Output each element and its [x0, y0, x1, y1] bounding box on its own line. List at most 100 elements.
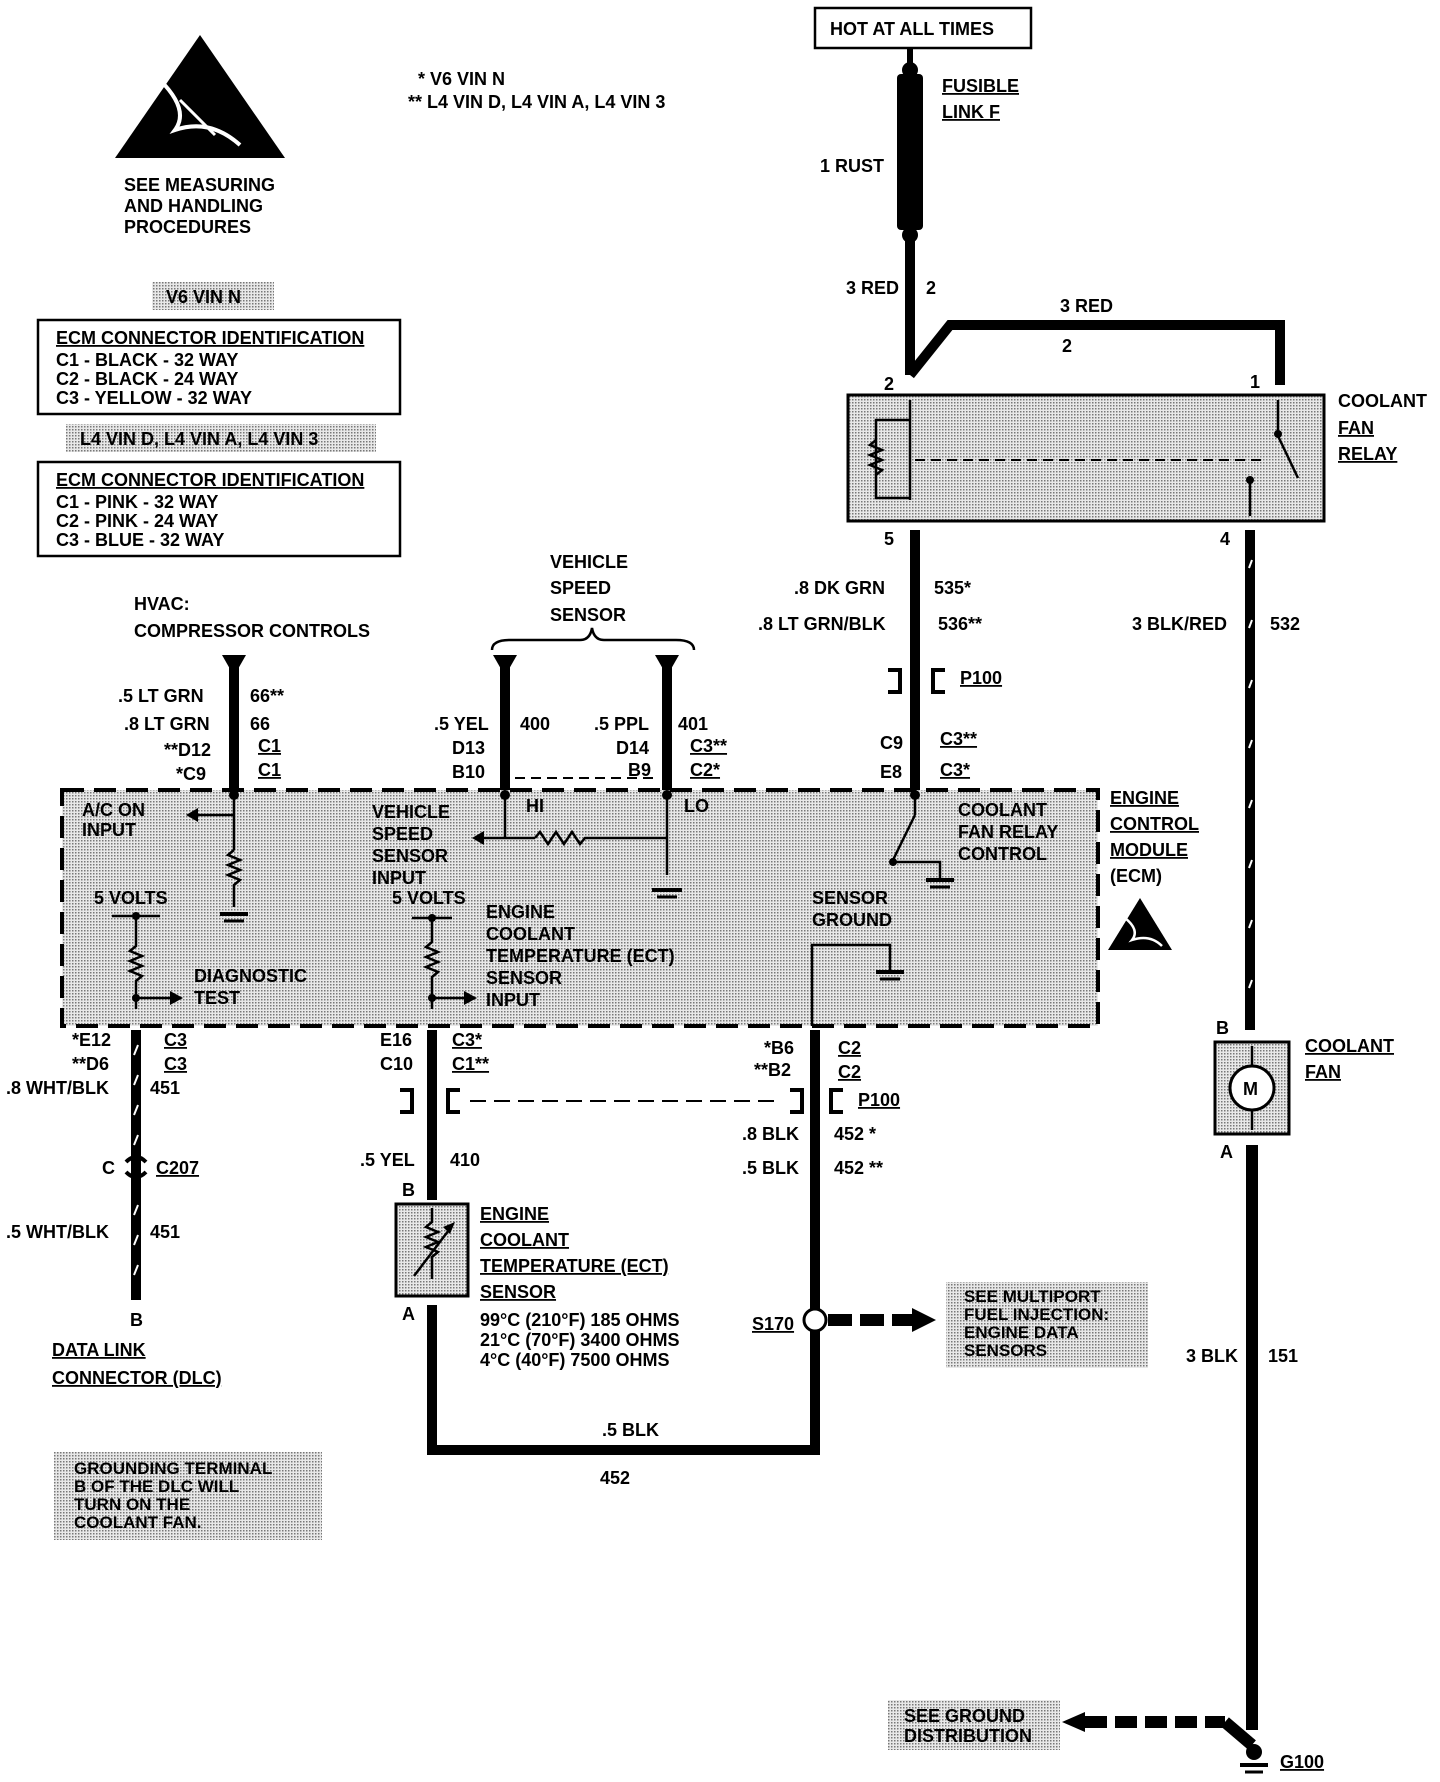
hot-label: HOT AT ALL TIMES	[830, 19, 994, 39]
five-volts-a: 5 VOLTS	[94, 888, 168, 908]
ect-name-2: COOLANT	[480, 1230, 569, 1250]
vss-p2a: D14	[616, 738, 649, 758]
ect-pin-c10: C10	[380, 1054, 413, 1074]
ect-circ: 410	[450, 1150, 480, 1170]
l4-tag: L4 VIN D, L4 VIN A, L4 VIN 3	[80, 429, 318, 449]
sgnd-conn-b6: C2	[838, 1038, 861, 1058]
fan-feed-circ: 532	[1270, 614, 1300, 634]
ect-ground-wire	[427, 1305, 820, 1455]
ac-input-1: A/C ON	[82, 800, 145, 820]
ecm-name-4: (ECM)	[1110, 866, 1162, 886]
vss-lo: LO	[684, 796, 709, 816]
fan-ctrl-2: FAN RELAY	[958, 822, 1058, 842]
splice-note-3: ENGINE DATA	[964, 1323, 1079, 1342]
splice-note-4: SENSORS	[964, 1341, 1047, 1360]
relay-switch	[1276, 435, 1300, 479]
fan-ctrl-3: CONTROL	[958, 844, 1047, 864]
sgnd-pin-b6: *B6	[764, 1038, 794, 1058]
vss-conn1: C3**	[690, 736, 727, 756]
ect-pin-e16: E16	[380, 1030, 412, 1050]
esd-caption-1: SEE MEASURING	[124, 175, 275, 195]
ect-spec-3: 4°C (40°F) 7500 OHMS	[480, 1350, 669, 1370]
relay-ctrl-pin-c9: C9	[880, 733, 903, 753]
vss-bracket	[490, 627, 696, 651]
hvac-title-2: COMPRESSOR CONTROLS	[134, 621, 370, 641]
hvac-c1: 66**	[250, 686, 284, 706]
fusible-label-1: FUSIBLE	[942, 76, 1019, 96]
ect-input-3: TEMPERATURE (ECT)	[486, 946, 675, 966]
dlc-pin-b: B	[130, 1310, 143, 1330]
ecm-id-v6-row2: C2 - BLACK - 24 WAY	[56, 369, 238, 389]
dlc-note-3: TURN ON THE	[74, 1495, 190, 1514]
v6-tag-bg	[152, 282, 274, 310]
thermistor-icon	[413, 1225, 453, 1277]
splice-note-2: FUEL INJECTION:	[964, 1305, 1109, 1324]
ecm-name-1: ENGINE	[1110, 788, 1179, 808]
vss-conn2: C2*	[690, 760, 720, 780]
fan-name-1: COOLANT	[1305, 1036, 1394, 1056]
relay-pin5: 5	[884, 529, 894, 549]
vss-p1a: D13	[452, 738, 485, 758]
vss-title-2: SPEED	[550, 578, 611, 598]
fan-pin-a: A	[1220, 1142, 1233, 1162]
sgnd-pin-b2: **B2	[754, 1060, 791, 1080]
relay-coil	[866, 439, 886, 476]
ect-input-1: ENGINE	[486, 902, 555, 922]
vss-p2b: B9	[628, 760, 651, 780]
red-wire-a-label: 3 RED	[846, 278, 899, 298]
ecm-id-box-l4	[36, 460, 402, 558]
l4-tag-bg	[66, 424, 376, 452]
fusible-link	[897, 74, 923, 230]
ground-note-2: DISTRIBUTION	[904, 1726, 1032, 1746]
ac-input-2: INPUT	[82, 820, 136, 840]
ect-name-1: ENGINE	[480, 1204, 549, 1224]
splice-note-1: SEE MULTIPORT	[964, 1287, 1101, 1306]
fan-pin-b: B	[1216, 1018, 1229, 1038]
c207-pin: C	[102, 1158, 115, 1178]
fusible-label-2: LINK F	[942, 102, 1000, 122]
vss-w2: .5 PPL	[594, 714, 649, 734]
ect-input-4: SENSOR	[486, 968, 562, 988]
ecm-id-v6-row1: C1 - BLACK - 32 WAY	[56, 350, 238, 370]
dlc-name-1: DATA LINK	[52, 1340, 146, 1360]
vss-title-1: VEHICLE	[550, 552, 628, 572]
ecm-id-l4-row3: C3 - BLUE - 32 WAY	[56, 530, 224, 550]
hvac-pin-c9: *C9	[176, 764, 206, 784]
relay-pin2: 2	[884, 374, 894, 394]
fan-name-2: FAN	[1305, 1062, 1341, 1082]
relay-pin1: 1	[1250, 372, 1260, 392]
dlc-pin-e12: *E12	[72, 1030, 111, 1050]
ect-pin-b: B	[402, 1180, 415, 1200]
ground-g100: G100	[1280, 1752, 1324, 1772]
ecm-name-2: CONTROL	[1110, 814, 1199, 834]
vss-input-3: SENSOR	[372, 846, 448, 866]
fan-gnd-circ: 151	[1268, 1346, 1298, 1366]
vss-input-1: VEHICLE	[372, 802, 450, 822]
dlc-w1: .8 WHT/BLK	[6, 1078, 109, 1098]
ect-wire-label: .5 YEL	[360, 1150, 415, 1170]
sgnd-c2: 452 **	[834, 1158, 883, 1178]
dlc-conn-e12: C3	[164, 1030, 187, 1050]
vss-hi: HI	[526, 796, 544, 816]
vss-c2: 401	[678, 714, 708, 734]
sgnd-c1: 452 *	[834, 1124, 876, 1144]
ect-gnd-circ: 452	[600, 1468, 630, 1488]
ect-spec-1: 99°C (210°F) 185 OHMS	[480, 1310, 679, 1330]
sensor-ground-path	[810, 943, 892, 1026]
relay-name-2: FAN	[1338, 418, 1374, 438]
relay-ctrl-circ2: 536**	[938, 614, 982, 634]
relay-ctrl-wire2: .8 LT GRN/BLK	[758, 614, 886, 634]
hvac-pin-d12: **D12	[164, 740, 211, 760]
ect-gnd-wire: .5 BLK	[602, 1420, 659, 1440]
ect-name-4: SENSOR	[480, 1282, 556, 1302]
dlc-note-1: GROUNDING TERMINAL	[74, 1459, 272, 1478]
vss-input-2: SPEED	[372, 824, 433, 844]
vss-w1: .5 YEL	[434, 714, 489, 734]
ect-input-2: COOLANT	[486, 924, 575, 944]
fan-relay-switch	[891, 814, 917, 861]
fan-ctrl-1: COOLANT	[958, 800, 1047, 820]
red-circuit-a: 2	[926, 278, 936, 298]
ect-conn-e16: C3*	[452, 1030, 482, 1050]
sgnd-conn-b2: C2	[838, 1062, 861, 1082]
c207-connector	[124, 1155, 148, 1164]
